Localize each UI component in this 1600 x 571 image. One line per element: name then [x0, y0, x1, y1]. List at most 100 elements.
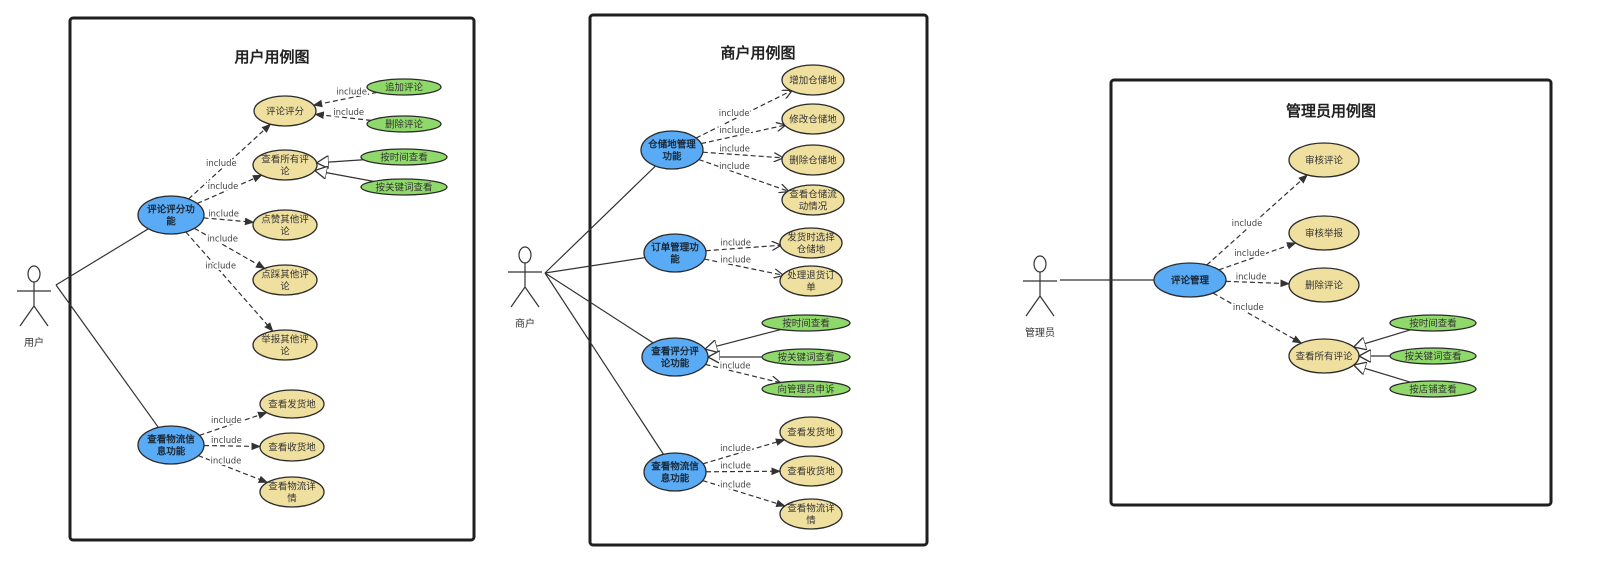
include-line — [199, 411, 268, 436]
use-case-11[interactable]: 查看发货地 — [259, 389, 325, 419]
panel-border — [588, 13, 929, 547]
use-case-label: 论 — [280, 166, 290, 178]
use-case-label: 查看发货地 — [787, 427, 835, 439]
include-line — [695, 91, 791, 139]
use-case-6[interactable]: 追加评论 — [366, 78, 442, 96]
use-case-ellipse — [253, 95, 317, 127]
use-case-ellipse — [1288, 142, 1360, 178]
include-label: include — [206, 159, 237, 169]
use-case-label: 删除仓储地 — [789, 155, 837, 167]
use-case-3[interactable]: 删除评论 — [1288, 267, 1360, 303]
use-case-label: 点踩其他评 — [261, 269, 309, 281]
use-case-ellipse — [252, 264, 318, 296]
use-case-ellipse — [643, 233, 707, 273]
use-case-12[interactable]: 查看收货地 — [259, 432, 325, 462]
use-case-ellipse — [761, 380, 851, 398]
actor-label: 管理员 — [1025, 326, 1055, 339]
use-case-label: 查看发货地 — [268, 399, 316, 411]
use-case-ellipse — [252, 329, 318, 361]
use-case-label: 评论管理 — [1171, 275, 1210, 287]
diagram-title: 商户用例图 — [720, 44, 795, 62]
use-case-label: 审核评论 — [1305, 155, 1344, 167]
use-case-ellipse — [781, 64, 845, 96]
use-case-ellipse — [1288, 267, 1360, 303]
include-line — [197, 174, 263, 205]
use-case-3[interactable]: 删除仓储地 — [781, 144, 845, 176]
use-case-7[interactable]: 删除评论 — [366, 115, 442, 133]
use-case-label: 查看仓储流 — [789, 189, 837, 201]
use-case-9[interactable]: 按关键词查看 — [360, 178, 448, 196]
use-case-label: 查看收货地 — [787, 466, 835, 478]
use-case-ellipse — [366, 115, 442, 133]
use-case-label: 查看评分评 — [650, 346, 699, 358]
use-case-5[interactable]: 按时间查看 — [1389, 314, 1477, 332]
use-case-label: 单 — [806, 282, 816, 294]
use-case-9[interactable]: 按时间查看 — [761, 314, 851, 332]
include-line — [705, 363, 779, 382]
use-case-label: 查看物流信 — [650, 461, 699, 473]
use-case-2[interactable]: 修改仓储地 — [781, 103, 845, 135]
use-case-1[interactable]: 审核评论 — [1288, 142, 1360, 178]
use-case-label: 修改仓储地 — [789, 114, 837, 126]
use-case-2[interactable]: 查看所有评论 — [252, 149, 318, 181]
use-case-6[interactable]: 按关键词查看 — [1389, 347, 1477, 365]
actor-body-icon — [1023, 272, 1057, 317]
use-case-label: 删除评论 — [385, 119, 424, 131]
use-case-label: 论 — [280, 346, 290, 358]
include-label: include — [211, 436, 242, 446]
use-case-label: 删除评论 — [1305, 280, 1344, 292]
association-line — [544, 272, 664, 455]
include-line — [704, 258, 782, 275]
use-case-0[interactable]: 评论管理 — [1153, 262, 1227, 298]
use-case-label: 论功能 — [661, 358, 690, 370]
use-case-8[interactable]: 按时间查看 — [360, 148, 448, 166]
include-line — [701, 125, 785, 145]
use-case-label: 查看收货地 — [268, 442, 316, 454]
generalization-line — [1354, 329, 1411, 347]
use-case-ellipse — [779, 498, 843, 530]
use-case-7[interactable]: 按店铺查看 — [1389, 380, 1477, 398]
association-line — [544, 272, 654, 344]
use-case-2[interactable]: 审核举报 — [1288, 215, 1360, 251]
use-case-label: 论 — [280, 281, 290, 293]
include-line — [198, 455, 269, 483]
use-case-ellipse — [252, 149, 318, 181]
use-case-11[interactable]: 向管理员申诉 — [761, 380, 851, 398]
actor-body-icon — [17, 282, 51, 327]
use-case-label: 动情况 — [799, 201, 828, 213]
relations: includeincludeincludeincludeincludeinclu… — [544, 91, 791, 508]
use-case-10[interactable]: 按关键词查看 — [761, 348, 851, 366]
actor: 商户 — [508, 246, 542, 330]
generalization-line — [317, 160, 364, 163]
use-case-label: 息功能 — [661, 473, 690, 485]
use-case-ellipse — [779, 265, 843, 297]
include-label: include — [720, 444, 751, 454]
use-case-label: 按时间查看 — [380, 152, 428, 164]
use-case-1[interactable]: 评论评分 — [253, 95, 317, 127]
use-case-ellipse — [781, 103, 845, 135]
use-case-4[interactable]: 查看所有评论 — [1288, 338, 1360, 374]
include-line — [705, 467, 781, 476]
use-case-ellipse — [1389, 380, 1477, 398]
use-case-1[interactable]: 增加仓储地 — [781, 64, 845, 96]
association-line — [544, 165, 656, 274]
use-case-13[interactable]: 查看发货地 — [779, 416, 843, 448]
use-case-14[interactable]: 查看收货地 — [779, 455, 843, 487]
use-case-label: 按时间查看 — [782, 318, 830, 330]
include-line — [705, 245, 781, 252]
actor-label: 用户 — [24, 336, 44, 349]
